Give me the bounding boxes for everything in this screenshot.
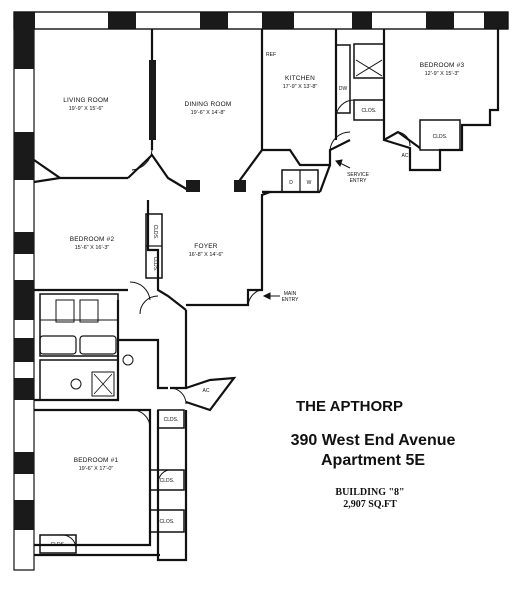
foyer-dims: 16'-8" X 14'-6" [189, 252, 224, 258]
closet-label-bedroom1-a: CLDS. [160, 478, 175, 484]
bedroom3-dims: 12'-9" X 15'-3" [425, 71, 460, 77]
apartment-number: Apartment 5E [320, 452, 426, 469]
dining-room-dims: 19'-6" X 14'-8" [191, 110, 226, 116]
closet-label-hall: CLDS. [164, 417, 179, 423]
door-swings [59, 99, 411, 549]
service-entry-line1: SERVICE [347, 172, 370, 178]
bedroom2-dims: 15'-6" X 16'-3" [75, 245, 110, 251]
closet-label-bedroom2-b: CLDS. [152, 257, 158, 272]
closet-label-bedroom1-c: CLDS. [51, 542, 66, 548]
closet-label-kitchen: CLOS. [361, 108, 376, 114]
kitchen-label: KITCHEN [285, 75, 315, 82]
dw-label: DW [339, 86, 348, 92]
ac-label-hall: AC [203, 388, 210, 394]
closet-label-bedroom2-a: CLDS. [152, 225, 158, 240]
washer-label: W [307, 180, 312, 186]
interior-walls [33, 29, 500, 562]
exterior-walls [13, 11, 509, 571]
dining-room-label: DINING ROOM [185, 101, 232, 108]
bedroom1-dims: 19'-6" X 17'-0" [79, 466, 114, 472]
building-name: THE APTHORP [296, 398, 403, 415]
building-number: BUILDING "8" [335, 487, 405, 498]
kitchen-dims: 17'-9" X 13'-8" [283, 84, 318, 90]
bedroom3-label: BEDROOM #3 [420, 62, 465, 69]
entry-arrows [262, 159, 351, 300]
ref-label: REF [266, 52, 276, 58]
bedroom1-label: BEDROOM #1 [74, 457, 119, 464]
service-entry-line2: ENTRY [350, 178, 368, 184]
dryer-label: D [289, 180, 293, 186]
room-labels: LIVING ROOM 19'-9" X 15'-6" DINING ROOM … [63, 62, 464, 472]
main-entry-line2: ENTRY [282, 297, 300, 303]
square-footage: 2,907 SQ.FT [343, 499, 397, 510]
main-entry-line1: MAIN [284, 291, 297, 297]
ac-label-bedroom3: AC [402, 153, 409, 159]
closet-label-bedroom1-b: CLOS. [159, 519, 174, 525]
bedroom2-label: BEDROOM #2 [70, 236, 115, 243]
living-room-dims: 19'-9" X 15'-6" [69, 106, 104, 112]
foyer-label: FOYER [194, 243, 217, 250]
fixture-labels: REF DW CLOS. CLDS. AC D W SERVICE ENTRY … [51, 52, 448, 548]
living-room-label: LIVING ROOM [63, 97, 109, 104]
closet-label-bedroom3: CLDS. [433, 134, 448, 140]
building-address: 390 West End Avenue [290, 432, 456, 449]
